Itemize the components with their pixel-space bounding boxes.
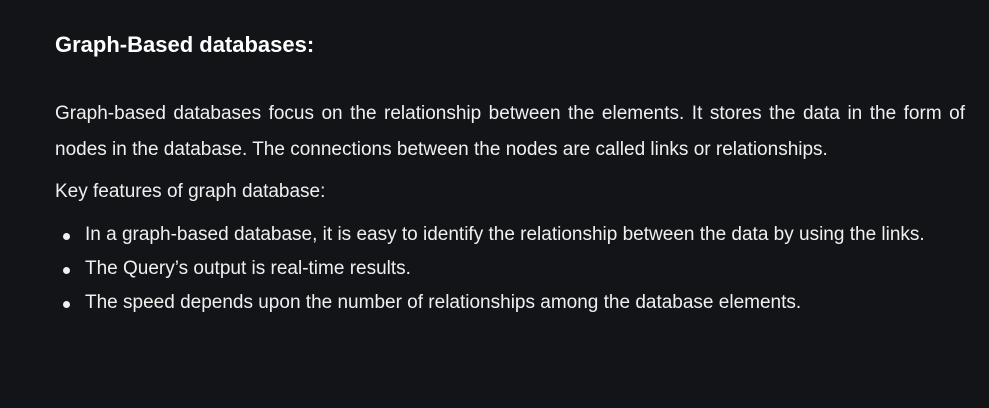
list-item-text: The Query’s output is real-time results. bbox=[85, 258, 411, 279]
section-heading: Graph-Based databases: bbox=[55, 32, 315, 57]
list-item-text: The speed depends upon the number of rel… bbox=[85, 292, 802, 313]
description-paragraph: Graph-based databases focus on the relat… bbox=[55, 103, 965, 160]
features-label: Key features of graph database: bbox=[55, 181, 326, 202]
features-list: In a graph-based database, it is easy to… bbox=[55, 218, 965, 320]
list-item: In a graph-based database, it is easy to… bbox=[63, 218, 965, 252]
list-item-text: In a graph-based database, it is easy to… bbox=[85, 224, 925, 245]
bullet-icon bbox=[63, 233, 70, 240]
list-item: The Query’s output is real-time results. bbox=[63, 252, 965, 286]
bullet-icon bbox=[63, 267, 70, 274]
bullet-icon bbox=[63, 301, 70, 308]
list-item: The speed depends upon the number of rel… bbox=[63, 286, 965, 320]
article-content: Graph-Based databases: Graph-based datab… bbox=[55, 32, 965, 320]
